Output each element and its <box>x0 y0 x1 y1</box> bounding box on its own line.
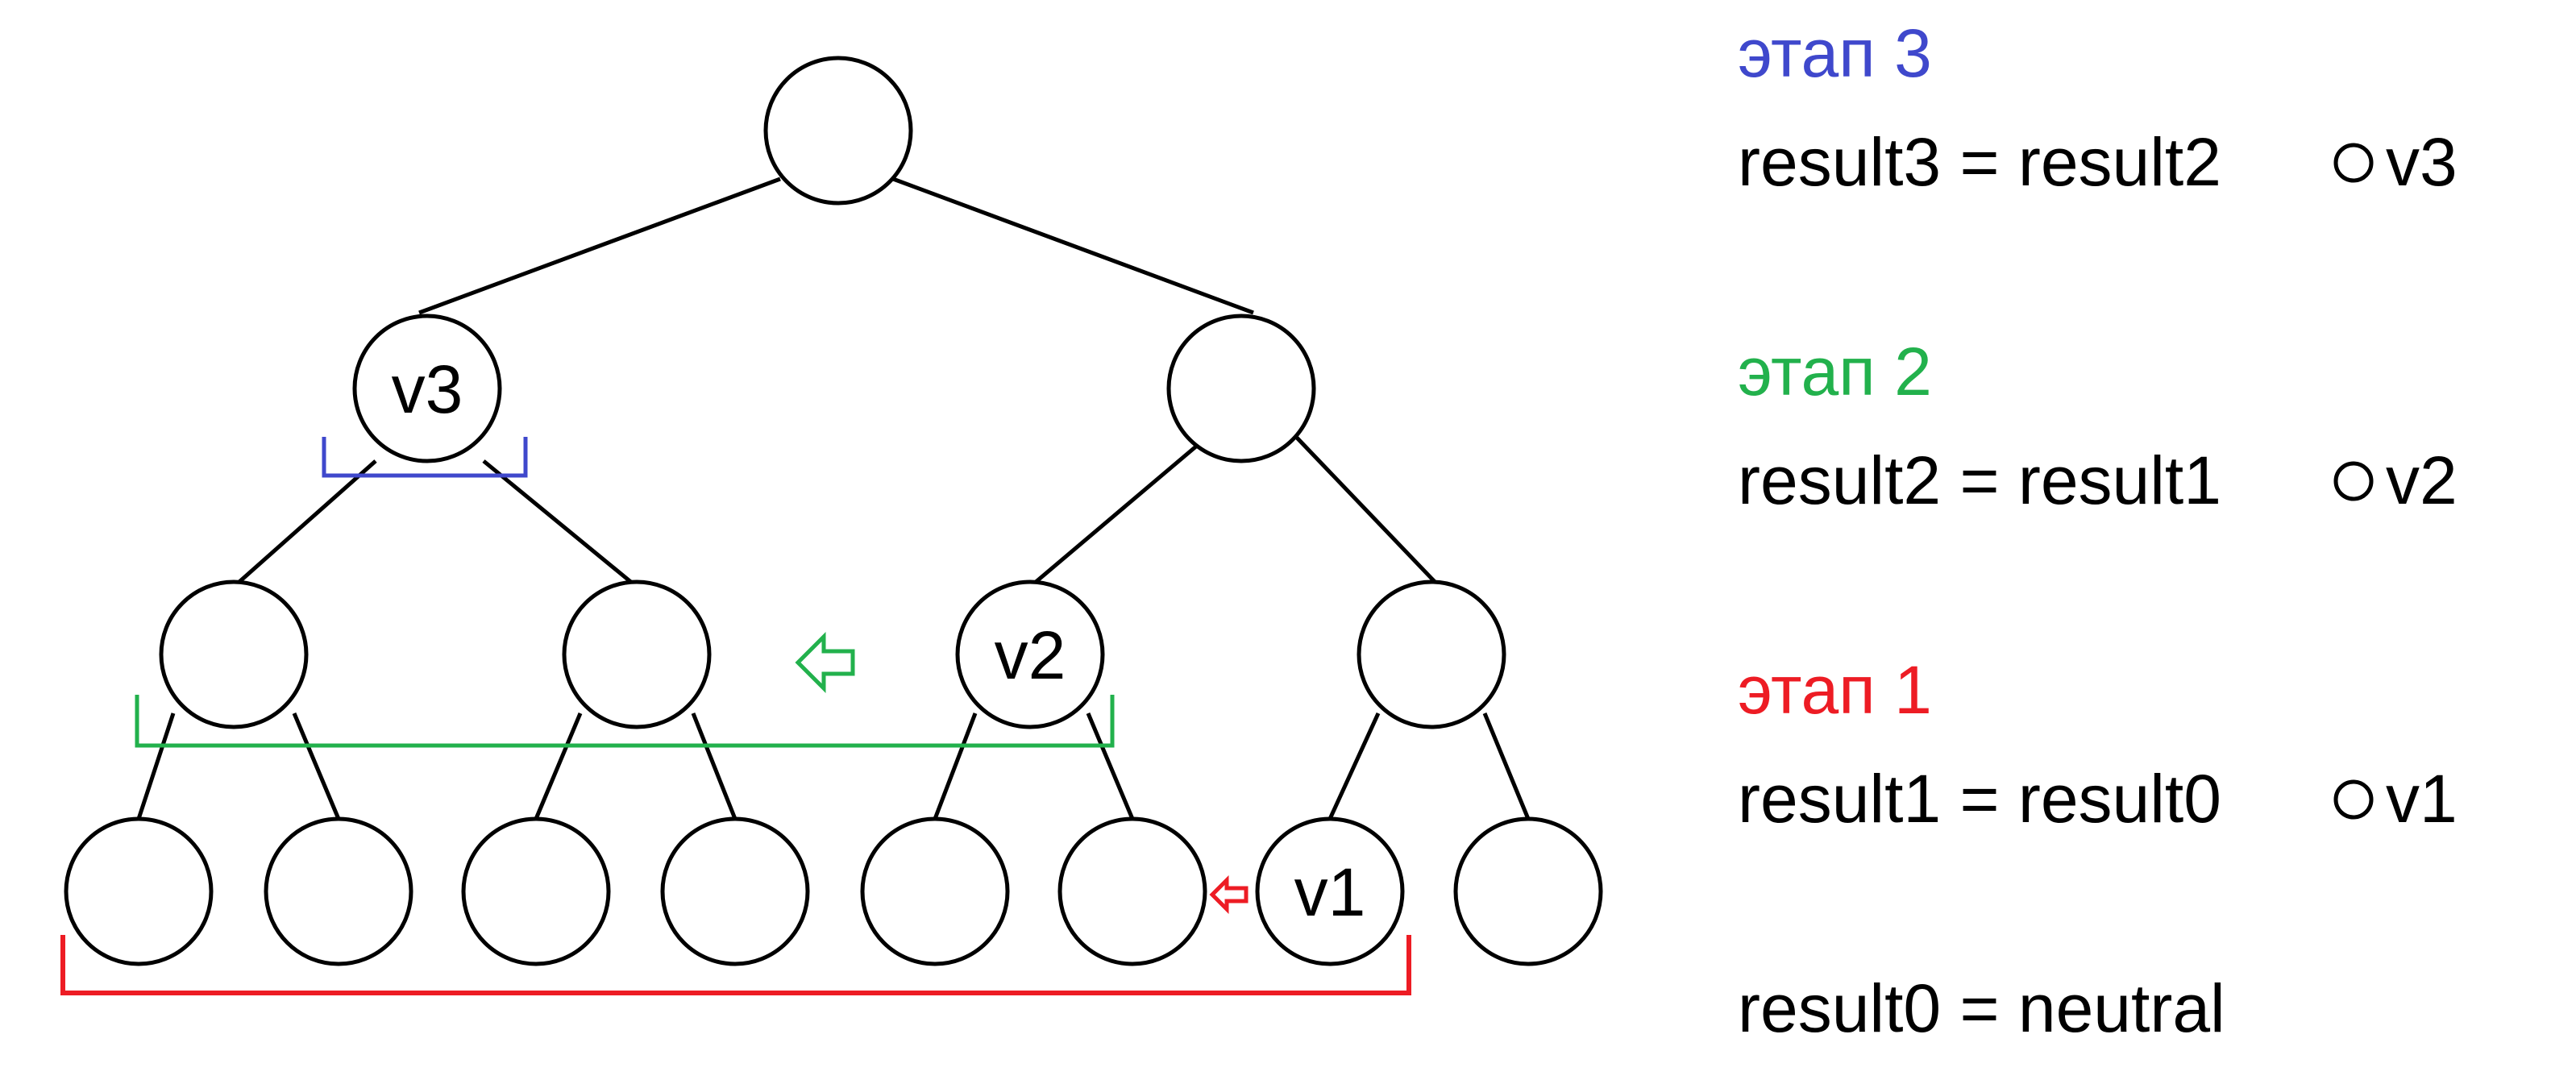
stage2-bracket <box>135 695 1115 748</box>
edge-v2-right <box>1086 712 1135 820</box>
compose-operator-icon <box>2333 779 2374 820</box>
edge-l2b-right <box>691 712 737 820</box>
tree-node-root <box>763 56 913 206</box>
edge-l2b-left <box>534 712 583 820</box>
tree-node-v3 <box>352 314 502 463</box>
stage1-heading: этап 1 <box>1738 652 1932 728</box>
edge-root-right <box>892 177 1254 315</box>
tree-leaf-1 <box>64 816 214 966</box>
edge-v3-right <box>482 459 638 588</box>
edge-l2a-right <box>292 712 341 820</box>
tree-node-level2-b <box>562 579 712 729</box>
compose-operator-icon <box>2333 143 2374 183</box>
node-label-v2: v2 <box>995 617 1066 693</box>
stage1-formula-lhs: result1 = result0 <box>1738 761 2221 837</box>
stage2-formula-lhs: result2 = result1 <box>1738 442 2221 518</box>
stage2-left-arrow-icon <box>795 631 855 694</box>
tree-leaf-4 <box>660 816 810 966</box>
stage2-formula-rhs: v2 <box>2386 442 2458 518</box>
stage3-formula-lhs: result3 = result2 <box>1738 124 2221 200</box>
tree-edges <box>136 177 1531 820</box>
edge-r1-left <box>1028 435 1209 588</box>
stage3-bracket <box>322 437 528 478</box>
stage1-left-arrow-icon <box>1209 874 1249 915</box>
stage2-heading: этап 2 <box>1738 334 1932 409</box>
node-label-v1: v1 <box>1294 854 1366 930</box>
edge-l2d-left <box>1327 712 1381 820</box>
edge-l2a-left <box>136 712 176 820</box>
tree-leaf-5 <box>860 816 1010 966</box>
stage1-formula-rhs: v1 <box>2386 761 2458 837</box>
edge-v3-left <box>232 459 377 588</box>
tree-node-v2 <box>955 579 1105 729</box>
tree-nodes <box>64 56 1603 966</box>
node-label-v3: v3 <box>392 351 463 427</box>
tree-node-right-1 <box>1166 314 1316 463</box>
tree-leaf-6 <box>1057 816 1207 966</box>
tree-leaf-2 <box>264 816 413 966</box>
compose-operator-icon <box>2333 461 2374 501</box>
tree-leaf-v1 <box>1255 816 1405 966</box>
edge-v2-left <box>933 712 978 820</box>
stage0-formula: result0 = neutral <box>1738 970 2225 1046</box>
tree-leaf-3 <box>461 816 611 966</box>
tree-node-level2-a <box>159 579 309 729</box>
tree-node-level2-d <box>1357 579 1506 729</box>
stage3-formula-rhs: v3 <box>2386 124 2458 200</box>
edge-r1-right <box>1294 435 1441 588</box>
tree-leaf-8 <box>1453 816 1603 966</box>
stage3-heading: этап 3 <box>1738 15 1932 91</box>
stage1-bracket <box>60 935 1411 995</box>
edge-l2d-right <box>1482 712 1531 820</box>
edge-root-left <box>418 177 781 315</box>
